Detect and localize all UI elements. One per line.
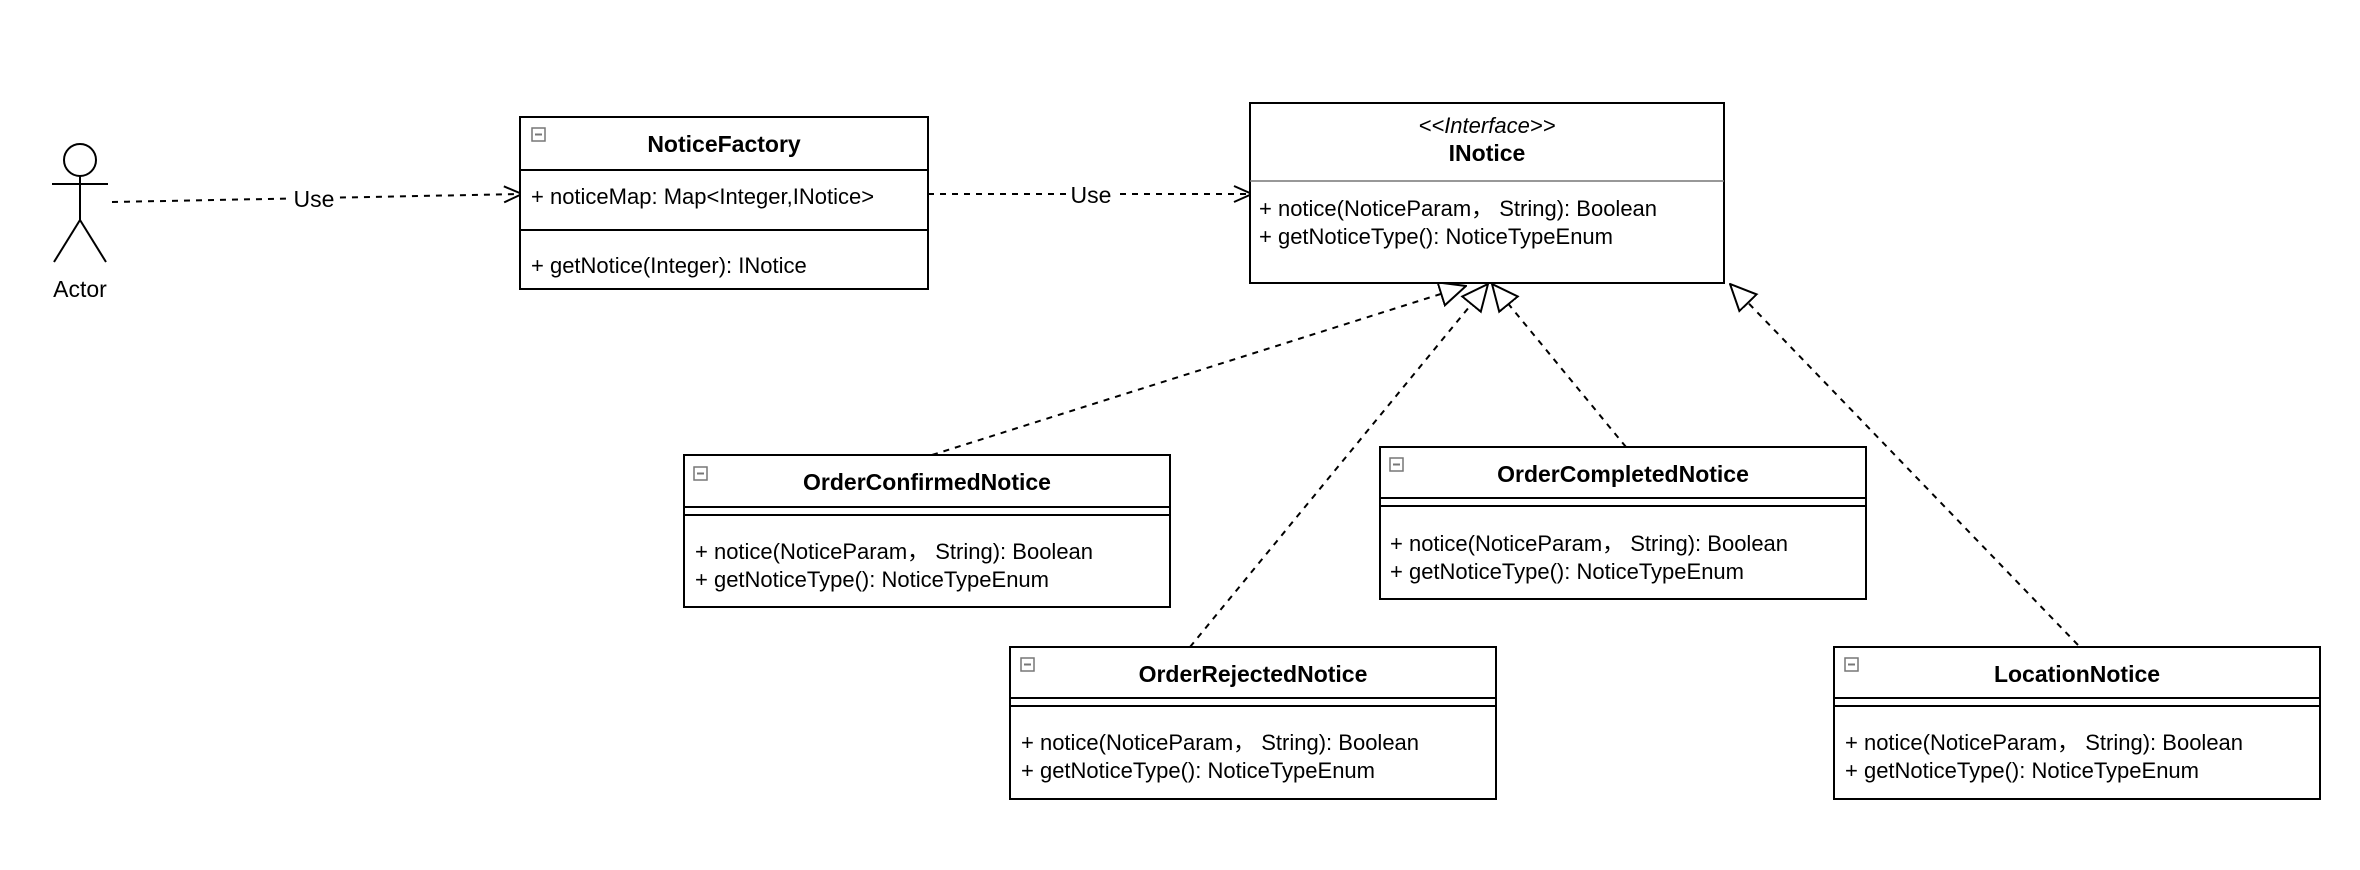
order-completed-title: OrderCompletedNotice — [1497, 461, 1749, 487]
collapse-toggle-icon[interactable] — [1844, 657, 1859, 672]
notice-factory-class[interactable]: NoticeFactory + noticeMap: Map<Integer,I… — [519, 116, 929, 290]
collapse-toggle-icon[interactable] — [1020, 657, 1035, 672]
factory-edge-label: Use — [1071, 182, 1112, 208]
order-completed-method: + notice(NoticeParam， String): Boolean — [1390, 531, 1788, 556]
location-notice-title: LocationNotice — [1994, 661, 2160, 687]
order-rejected-notice-box[interactable] — [1009, 646, 1497, 800]
inotice-method: + notice(NoticeParam， String): Boolean — [1259, 196, 1657, 221]
inotice-title: INotice — [1449, 140, 1526, 166]
actor-right-leg — [79, 219, 107, 263]
inotice-box[interactable] — [1249, 102, 1725, 284]
relationship-lines: Use Use — [111, 181, 2079, 648]
order-confirmed-method: + notice(NoticeParam， String): Boolean — [695, 539, 1093, 564]
order-rejected-notice-class[interactable]: OrderRejectedNotice + notice(NoticeParam… — [1009, 646, 1497, 800]
order-completed-notice-box[interactable] — [1379, 446, 1867, 600]
notice-factory-attribute: + noticeMap: Map<Integer,INotice> — [531, 184, 874, 209]
location-notice-method: + getNoticeType(): NoticeTypeEnum — [1845, 758, 2199, 783]
order-confirmed-notice-box[interactable] — [683, 454, 1171, 608]
factory-edge-label-background — [1067, 181, 1115, 209]
order-completed-method: + getNoticeType(): NoticeTypeEnum — [1390, 559, 1744, 584]
order-confirmed-notice-class[interactable]: OrderConfirmedNotice + notice(NoticePara… — [683, 454, 1171, 608]
collapse-toggle-icon[interactable] — [1389, 457, 1404, 472]
notice-factory-method: + getNotice(Integer): INotice — [531, 253, 807, 278]
actor-edge-label-background — [290, 185, 338, 213]
collapse-toggle-icon[interactable] — [531, 127, 546, 142]
actor-label: Actor — [53, 276, 107, 302]
location-notice-box[interactable] — [1833, 646, 2321, 800]
actor-edge-label: Use — [294, 186, 335, 212]
actor-left-leg — [53, 219, 81, 263]
order-rejected-title: OrderRejectedNotice — [1139, 661, 1368, 687]
notice-factory-title: NoticeFactory — [647, 131, 801, 157]
actor: Actor — [52, 143, 108, 302]
order-completed-realization-line — [1492, 284, 1627, 448]
order-rejected-method: + notice(NoticeParam， String): Boolean — [1021, 730, 1419, 755]
order-completed-notice-class[interactable]: OrderCompletedNotice + notice(NoticePara… — [1379, 446, 1867, 600]
order-confirmed-title: OrderConfirmedNotice — [803, 469, 1051, 495]
collapse-toggle-icon[interactable] — [693, 466, 708, 481]
location-notice-class[interactable]: LocationNotice + notice(NoticeParam， Str… — [1833, 646, 2321, 800]
inotice-interface[interactable]: <<Interface>> INotice + notice(NoticePar… — [1249, 102, 1725, 284]
order-rejected-method: + getNoticeType(): NoticeTypeEnum — [1021, 758, 1375, 783]
inotice-method: + getNoticeType(): NoticeTypeEnum — [1259, 224, 1613, 249]
order-confirmed-realization-line — [931, 286, 1466, 456]
actor-head — [63, 143, 97, 177]
order-confirmed-method: + getNoticeType(): NoticeTypeEnum — [695, 567, 1049, 592]
notice-factory-box[interactable] — [519, 116, 929, 290]
inotice-stereotype: <<Interface>> — [1419, 113, 1556, 138]
location-notice-method: + notice(NoticeParam， String): Boolean — [1845, 730, 2243, 755]
